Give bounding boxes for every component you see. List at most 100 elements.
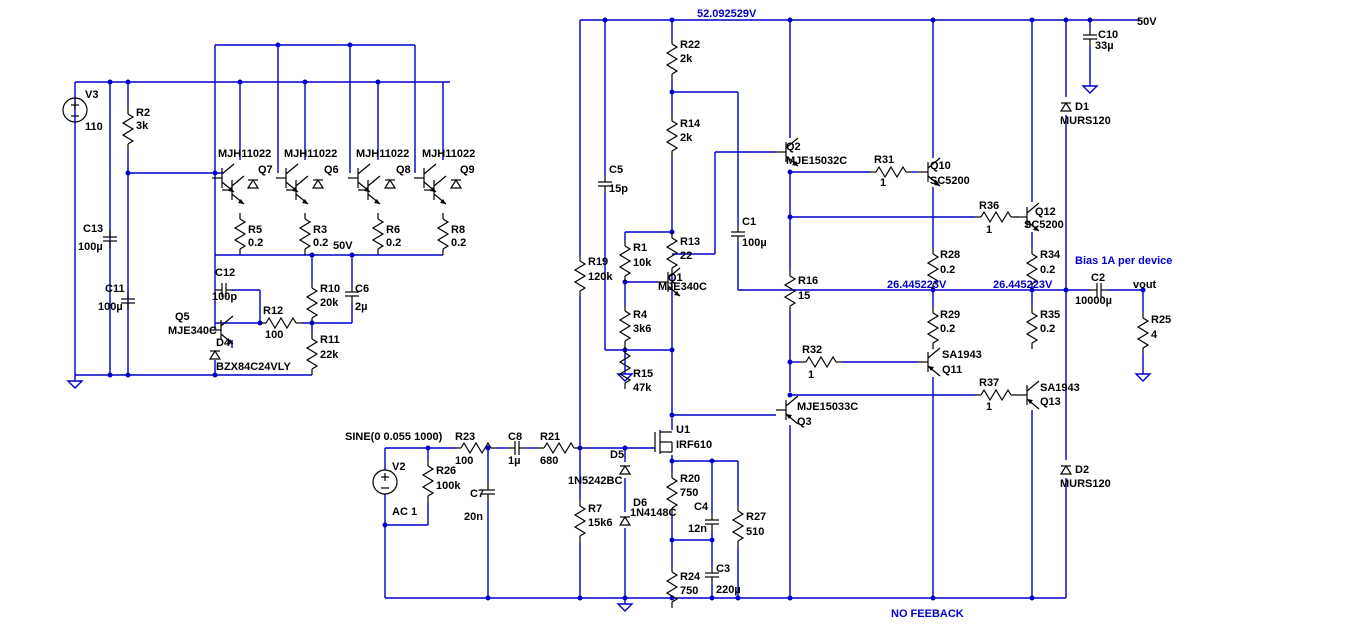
q9-part: MJH11022 <box>422 148 475 160</box>
mosfet-u1 <box>654 430 673 454</box>
r1-name: R1 <box>633 242 647 254</box>
c6-name: C6 <box>355 283 369 295</box>
c4-name: C4 <box>694 501 709 513</box>
c2-value: 10000µ <box>1075 295 1112 307</box>
main-junctions <box>382 17 1146 601</box>
c8-name: C8 <box>508 431 522 443</box>
r4-value: 3k6 <box>633 323 651 335</box>
r24-name: R24 <box>680 571 701 583</box>
q1-part: MJE340C <box>658 281 707 293</box>
r28-name: R28 <box>940 249 960 261</box>
q5-part: MJE340C <box>168 325 217 337</box>
r34-name: R34 <box>1040 249 1061 261</box>
c10-value: 33µ <box>1095 40 1114 52</box>
c5-value: 15p <box>609 183 628 195</box>
r35-value: 0.2 <box>1040 323 1055 335</box>
r28-value: 0.2 <box>940 264 955 276</box>
c12-name: C12 <box>215 267 235 279</box>
v2-value: SINE(0 0.055 1000) <box>345 431 443 443</box>
r1-value: 10k <box>633 257 652 269</box>
r14-name: R14 <box>680 118 701 130</box>
q6-part: MJH11022 <box>284 148 337 160</box>
left-wires <box>74 44 450 376</box>
r25-name: R25 <box>1151 314 1171 326</box>
u1-name: U1 <box>676 424 690 436</box>
r8-name: R8 <box>451 224 465 236</box>
r15-name: R15 <box>633 368 653 380</box>
q2-name: Q2 <box>786 141 801 153</box>
r5-name: R5 <box>248 224 262 236</box>
r6-value: 0.2 <box>386 237 401 249</box>
mid-voltage-2: 26.445223V <box>993 279 1053 291</box>
r31-name: R31 <box>874 154 894 166</box>
q6-name: Q6 <box>324 164 339 176</box>
r34-value: 0.2 <box>1040 264 1055 276</box>
d6-name: D6 <box>633 497 647 509</box>
r37-value: 1 <box>986 401 992 413</box>
r7-value: 15k6 <box>588 517 612 529</box>
r16-name: R16 <box>798 275 818 287</box>
r11-value: 22k <box>320 349 339 361</box>
d1-part: MURS120 <box>1060 115 1111 127</box>
c3-name: C3 <box>716 563 730 575</box>
q7-name: Q7 <box>258 164 273 176</box>
c11-name: C11 <box>105 283 125 295</box>
r2-value: 3k <box>136 120 149 132</box>
c7-value: 20n <box>464 511 483 523</box>
c7-name: C7 <box>470 488 484 500</box>
r21-value: 680 <box>540 455 558 467</box>
c5-name: C5 <box>609 164 623 176</box>
r29-name: R29 <box>940 309 960 321</box>
label-50v-supply: 50V <box>1137 16 1157 28</box>
v2-ac: AC 1 <box>392 506 417 518</box>
r25-value: 4 <box>1151 329 1158 341</box>
d5-name: D5 <box>610 449 624 461</box>
c1-value: 100µ <box>742 237 767 249</box>
mid-voltage-1: 26.445223V <box>887 279 947 291</box>
c12-value: 100p <box>212 291 237 303</box>
v3-name: V3 <box>85 89 98 101</box>
r10-value: 20k <box>320 297 339 309</box>
r19-name: R19 <box>588 256 608 268</box>
r20-name: R20 <box>680 473 700 485</box>
v2-name: V2 <box>392 461 405 473</box>
q3-part: MJE15033C <box>797 401 858 413</box>
c8-value: 1µ <box>508 455 520 467</box>
r36-name: R36 <box>979 200 999 212</box>
c4-value: 12n <box>688 523 707 535</box>
r4-name: R4 <box>633 309 648 321</box>
r14-value: 2k <box>680 132 693 144</box>
r3-value: 0.2 <box>313 237 328 249</box>
c10-name: C10 <box>1098 29 1118 41</box>
r16-value: 15 <box>798 290 810 302</box>
q5-name: Q5 <box>175 311 190 323</box>
r31-value: 1 <box>880 177 886 189</box>
q2-part: MJE15032C <box>786 155 847 167</box>
r21-name: R21 <box>540 431 560 443</box>
q11-part: SA1943 <box>942 349 982 361</box>
q11-name: Q11 <box>942 364 962 376</box>
r37-name: R37 <box>979 377 999 389</box>
r35-name: R35 <box>1040 309 1060 321</box>
r11-name: R11 <box>320 334 340 346</box>
u1-part: IRF610 <box>676 439 712 451</box>
q9-name: Q9 <box>460 164 475 176</box>
r27-value: 510 <box>746 526 764 538</box>
d1-name: D1 <box>1075 101 1089 113</box>
r20-value: 750 <box>680 487 698 499</box>
r10-name: R10 <box>320 283 340 295</box>
c13-name: C13 <box>83 223 103 235</box>
v2-source <box>372 469 398 495</box>
q13-name: Q13 <box>1040 396 1061 408</box>
c6-value: 2µ <box>355 301 367 313</box>
left-junctions <box>107 42 381 378</box>
r15-value: 47k <box>633 382 652 394</box>
r5-value: 0.2 <box>248 237 263 249</box>
q7-part: MJH11022 <box>218 148 271 160</box>
c11-value: 100µ <box>98 301 123 313</box>
q8-name: Q8 <box>396 164 411 176</box>
no-feedback-note: NO FEEBACK <box>891 608 964 620</box>
r22-value: 2k <box>680 53 693 65</box>
r23-name: R23 <box>455 431 475 443</box>
